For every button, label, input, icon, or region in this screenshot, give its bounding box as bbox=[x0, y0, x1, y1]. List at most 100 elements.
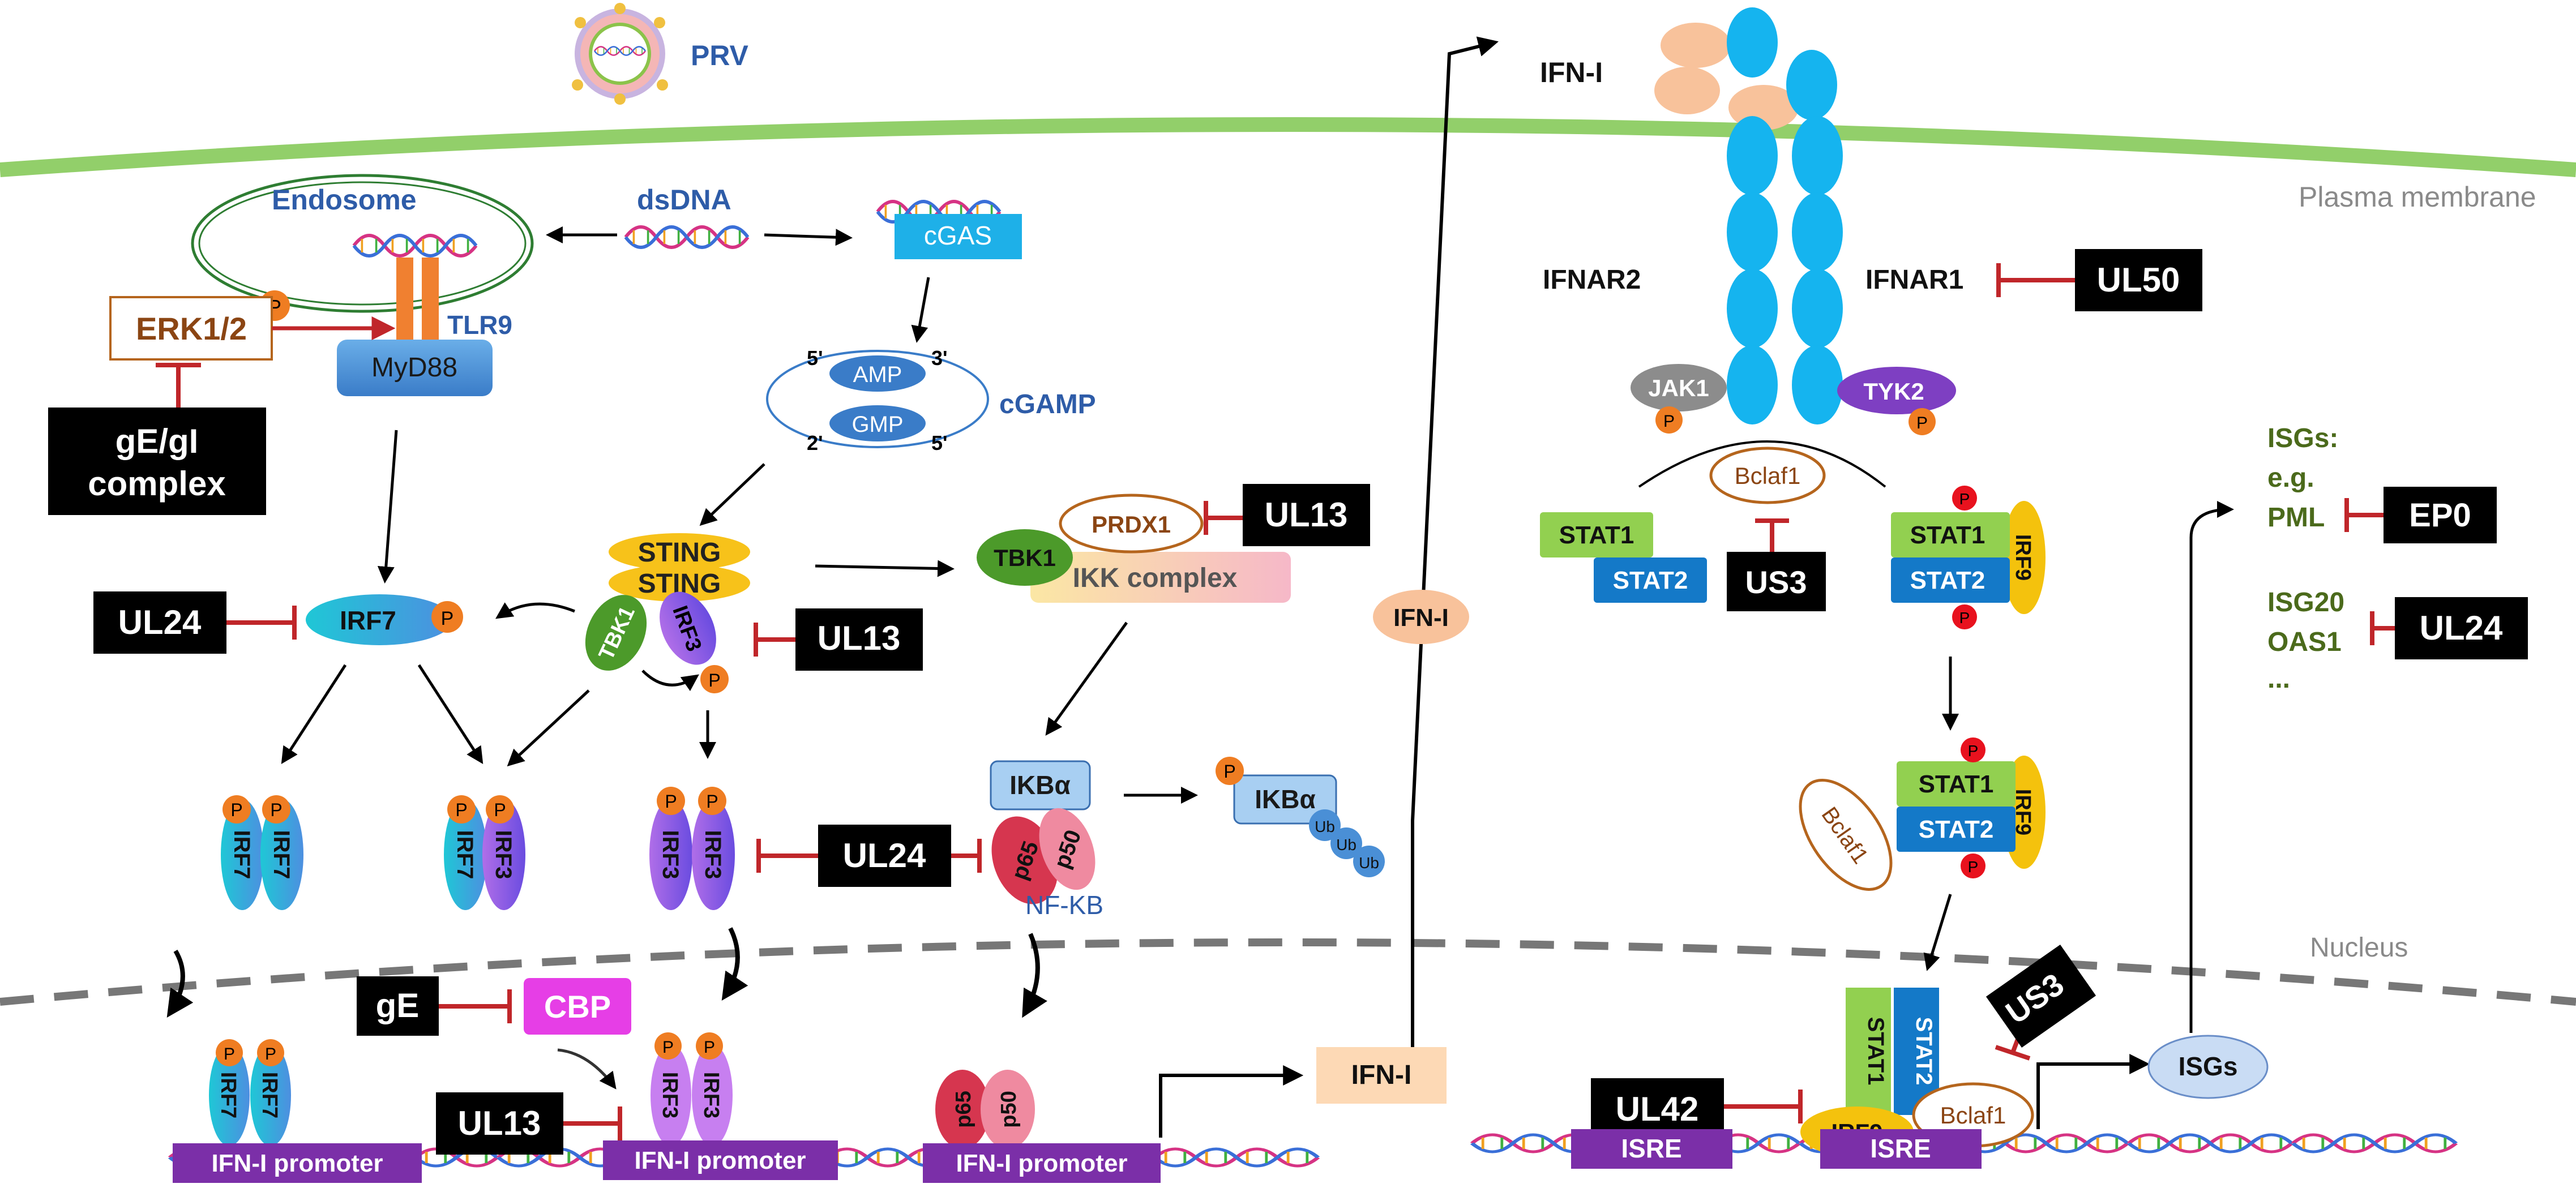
ge-inhibitor bbox=[357, 976, 439, 1036]
ul50-inhibitor bbox=[2075, 249, 2202, 311]
svg-text:ISGs: ISGs bbox=[2179, 1052, 2238, 1081]
ul13-prdx1-inhibitor bbox=[1243, 484, 1370, 546]
svg-text:P: P bbox=[1663, 412, 1675, 431]
irf7-monomer bbox=[306, 594, 453, 645]
ul24-center-inhibitor bbox=[818, 825, 951, 887]
ifn-transcript bbox=[1316, 1047, 1447, 1104]
svg-text:P: P bbox=[1223, 761, 1235, 782]
us3-nuclear-inhibitor bbox=[1986, 945, 2096, 1048]
svg-text:P: P bbox=[665, 791, 677, 812]
svg-text:UL24: UL24 bbox=[843, 837, 926, 874]
prv-virion bbox=[572, 3, 668, 105]
svg-text:P: P bbox=[270, 800, 282, 820]
svg-text:STAT2: STAT2 bbox=[1613, 567, 1688, 594]
svg-text:STAT1: STAT1 bbox=[1919, 770, 1994, 798]
isg-more: ... bbox=[2267, 664, 2290, 694]
ifn-protein-cytoplasm bbox=[1373, 590, 1469, 644]
endosome-label: Endosome bbox=[272, 184, 417, 216]
irf7-homodimer: IRF7 IRF7 P P bbox=[221, 795, 303, 910]
svg-text:TBK1: TBK1 bbox=[994, 544, 1056, 571]
tbk1-sting bbox=[585, 595, 647, 671]
irf3-homodimer: IRF3 IRF3 P P bbox=[649, 787, 735, 910]
cgas-label: cGAS bbox=[924, 221, 992, 250]
ifn-promoter-1 bbox=[173, 1143, 422, 1183]
svg-text:P: P bbox=[704, 1038, 715, 1057]
svg-text:IRF7: IRF7 bbox=[269, 830, 294, 880]
svg-text:P: P bbox=[1916, 414, 1928, 432]
svg-text:UL13: UL13 bbox=[458, 1104, 541, 1142]
svg-text:STAT1: STAT1 bbox=[1910, 521, 1986, 549]
svg-text:IFN-I: IFN-I bbox=[1351, 1060, 1412, 1090]
plasma-membrane bbox=[0, 117, 2576, 177]
svg-text:IKK complex: IKK complex bbox=[1073, 563, 1238, 593]
svg-text:STING: STING bbox=[638, 538, 721, 568]
ul42-inhibitor bbox=[1591, 1078, 1724, 1138]
p50-nuclear bbox=[981, 1070, 1035, 1149]
svg-text:IRF3: IRF3 bbox=[658, 1072, 682, 1118]
svg-text:P: P bbox=[1959, 609, 1970, 627]
cgamp-ring bbox=[766, 350, 989, 448]
svg-text:AMP: AMP bbox=[853, 362, 902, 387]
svg-text:UL42: UL42 bbox=[1616, 1090, 1699, 1128]
svg-text:IFN-I promoter: IFN-I promoter bbox=[211, 1150, 383, 1177]
svg-text:IFN-I promoter: IFN-I promoter bbox=[956, 1150, 1127, 1177]
svg-text:STAT2: STAT2 bbox=[1919, 816, 1994, 843]
prv-label: PRV bbox=[691, 40, 749, 71]
svg-text:Bclaf1: Bclaf1 bbox=[1940, 1102, 2006, 1129]
tlr9-receptor bbox=[396, 258, 413, 342]
svg-text:gE/gI: gE/gI bbox=[115, 422, 199, 460]
svg-text:Ub: Ub bbox=[1336, 836, 1357, 854]
ifn-promoter-2 bbox=[603, 1140, 838, 1180]
p65-nuclear bbox=[935, 1070, 990, 1149]
sting-top bbox=[609, 533, 750, 571]
ikba-box bbox=[990, 760, 1091, 810]
svg-text:UL24: UL24 bbox=[2420, 609, 2503, 647]
ul24-isg-inhibitor bbox=[2395, 597, 2528, 659]
isre-1 bbox=[1571, 1129, 1732, 1169]
svg-text:UL50: UL50 bbox=[2097, 261, 2180, 299]
nucleus-label: Nucleus bbox=[2310, 933, 2408, 963]
stat2-unphos bbox=[1594, 557, 1707, 603]
plasma-membrane-label: Plasma membrane bbox=[2299, 181, 2536, 213]
svg-text:5': 5' bbox=[931, 431, 948, 454]
bclaf1-cyto bbox=[1709, 447, 1826, 504]
svg-text:PRDX1: PRDX1 bbox=[1092, 511, 1171, 538]
svg-text:IRF3: IRF3 bbox=[699, 1072, 723, 1118]
svg-text:gE: gE bbox=[376, 987, 420, 1024]
ul13-irf3-inhibitor bbox=[795, 608, 923, 671]
svg-text:P: P bbox=[230, 800, 242, 820]
irf7-dimer-nuclear: IRF7 IRF7 P P bbox=[209, 1039, 291, 1146]
svg-text:UL24: UL24 bbox=[118, 603, 202, 641]
isgf3-complex: IRF9 STAT1 STAT2 P P bbox=[1891, 486, 2046, 629]
cgas-box bbox=[895, 214, 1022, 259]
svg-text:P: P bbox=[1968, 858, 1979, 876]
irf3-dimer-nuclear: IRF3 IRF3 P P bbox=[651, 1032, 733, 1146]
svg-text:P: P bbox=[494, 800, 506, 820]
irf7-irf3-heterodimer: IRF7 IRF3 P P bbox=[444, 795, 525, 910]
isg-oas1: OAS1 bbox=[2267, 627, 2342, 657]
tbk1-ikk bbox=[977, 529, 1073, 586]
stat1-nuclear bbox=[1846, 988, 1891, 1115]
us3-cyto-inhibitor bbox=[1727, 552, 1826, 611]
svg-text:P: P bbox=[708, 670, 720, 691]
svg-text:US3: US3 bbox=[1745, 564, 1807, 600]
svg-text:2': 2' bbox=[807, 431, 823, 454]
ubiquitin-1 bbox=[1309, 809, 1341, 841]
svg-text:TYK2: TYK2 bbox=[1863, 378, 1924, 405]
svg-text:UL13: UL13 bbox=[1265, 496, 1348, 534]
isgs-ellipse bbox=[2147, 1035, 2269, 1099]
svg-text:IRF3: IRF3 bbox=[658, 830, 683, 880]
ubiquitin-2 bbox=[1330, 827, 1362, 859]
isgs-eg: e.g. bbox=[2267, 463, 2314, 493]
svg-text:P: P bbox=[706, 791, 718, 812]
svg-text:ISRE: ISRE bbox=[1621, 1134, 1681, 1163]
svg-text:STAT2: STAT2 bbox=[1911, 1017, 1936, 1086]
tlr9-label: TLR9 bbox=[447, 310, 512, 340]
svg-text:p50: p50 bbox=[997, 1091, 1021, 1127]
svg-text:IRF7: IRF7 bbox=[229, 830, 254, 880]
prdx1-ellipse bbox=[1059, 494, 1204, 554]
svg-text:Ub: Ub bbox=[1359, 854, 1379, 872]
svg-text:P: P bbox=[265, 1045, 276, 1063]
isgf3-bclaf1-complex: IRF9 STAT1 STAT2 P P Bclaf1 bbox=[1799, 737, 2046, 891]
